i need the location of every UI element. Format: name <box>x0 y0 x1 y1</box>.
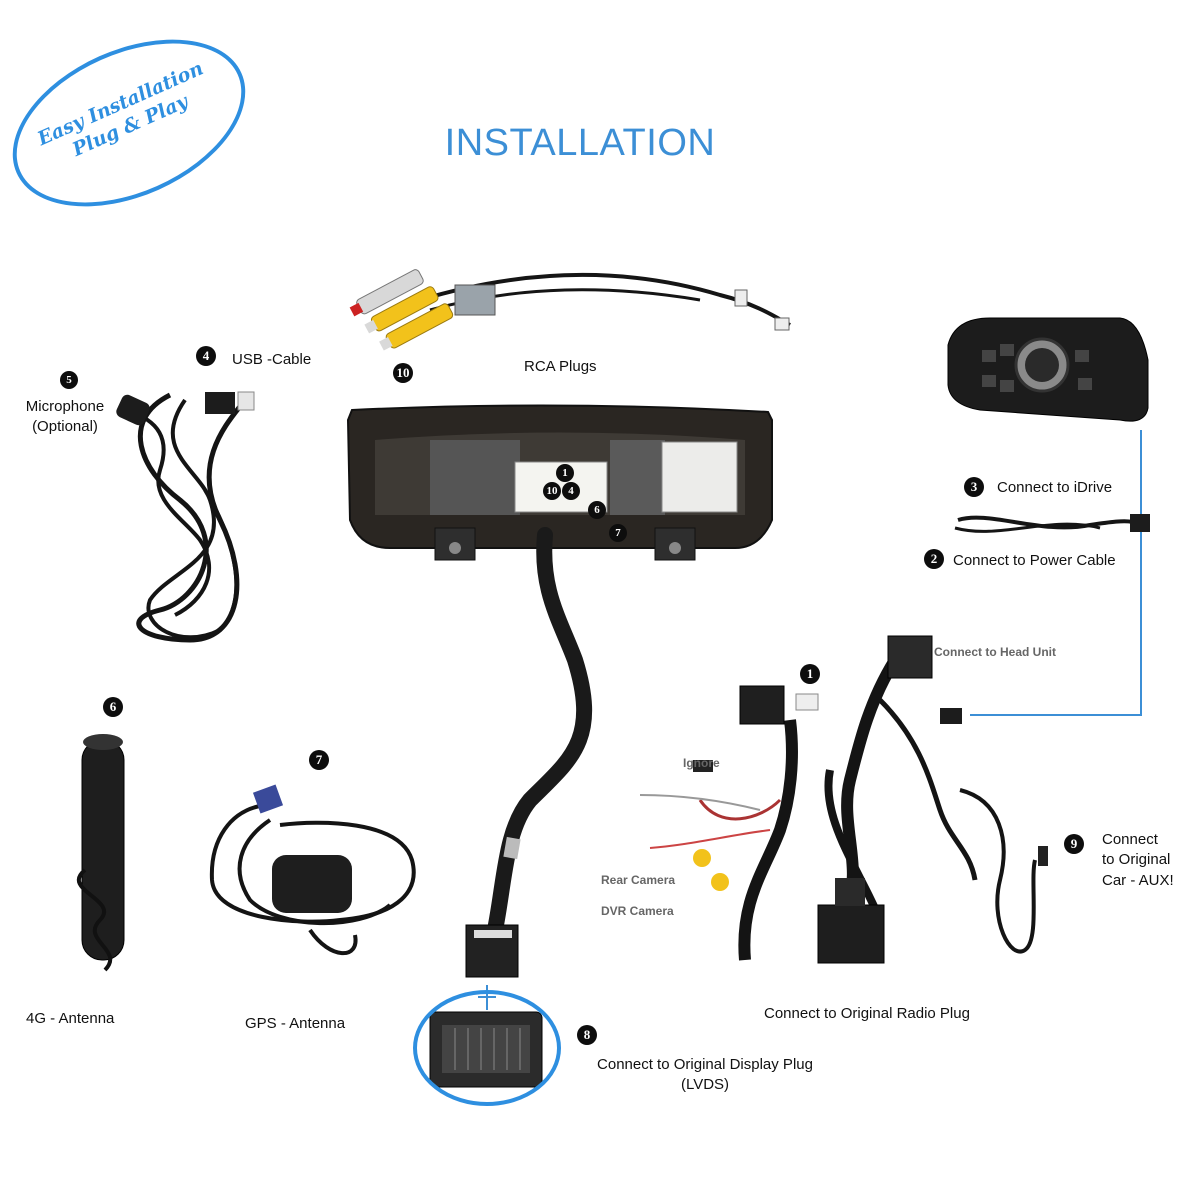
4g-antenna-label: 4G - Antenna <box>26 1010 115 1027</box>
idrive-controller-image <box>947 317 1149 422</box>
display-plug-label: Connect to Original Display Plug <box>597 1056 813 1073</box>
microphone-label: Microphone <box>25 398 105 415</box>
aux-label-line-2: to Original <box>1102 851 1171 868</box>
rca-plugs-label: RCA Plugs <box>524 358 597 375</box>
aux-label-line-1: Connect <box>1102 831 1158 848</box>
connect-idrive-label: Connect to iDrive <box>997 479 1113 496</box>
marker-2-power: 2 <box>924 549 944 569</box>
display-plug-image <box>413 990 561 1106</box>
page-title: INSTALLATION <box>444 122 716 164</box>
head-unit-label: Connect to Head Unit <box>934 645 1056 659</box>
marker-7-gps: 7 <box>309 750 329 770</box>
marker-4-screen: 4 <box>562 482 580 500</box>
radio-harness-image <box>639 656 1037 961</box>
microphone-optional-label: (Optional) <box>32 418 98 435</box>
rca-plugs-image <box>349 269 791 351</box>
dvr-camera-label: DVR Camera <box>601 904 674 918</box>
marker-1-harness: 1 <box>800 664 820 684</box>
marker-6-4g: 6 <box>103 697 123 717</box>
gps-antenna-label: GPS - Antenna <box>245 1015 346 1032</box>
4g-antenna-image <box>76 734 125 972</box>
marker-6-screen: 6 <box>588 501 606 519</box>
marker-5-microphone: 5 <box>60 371 78 389</box>
marker-4-usb: 4 <box>196 346 216 366</box>
idrive-connection-line <box>970 430 1142 716</box>
radio-plug-label: Connect to Original Radio Plug <box>764 1005 970 1022</box>
usb-cable-label: USB -Cable <box>232 351 312 368</box>
aux-label-line-3: Car - AUX! <box>1102 872 1174 889</box>
gps-antenna-image <box>209 803 416 956</box>
marker-10-rca: 10 <box>393 363 413 383</box>
marker-9-aux: 9 <box>1064 834 1084 854</box>
marker-7-screen: 7 <box>609 524 627 542</box>
marker-8-display: 8 <box>577 1025 597 1045</box>
connect-power-label: Connect to Power Cable <box>953 552 1116 569</box>
marker-3-idrive: 3 <box>964 477 984 497</box>
marker-10-screen: 10 <box>543 482 561 500</box>
usb-microphone-cables <box>124 392 247 643</box>
lvds-cable <box>487 527 593 938</box>
idrive-cable <box>957 515 1133 530</box>
ignore-label: Ignore <box>683 756 720 770</box>
marker-1-screen: 1 <box>556 464 574 482</box>
screen-unit-image <box>346 404 773 561</box>
rear-camera-label: Rear Camera <box>601 873 676 887</box>
display-plug-lvds-label: (LVDS) <box>680 1076 730 1093</box>
